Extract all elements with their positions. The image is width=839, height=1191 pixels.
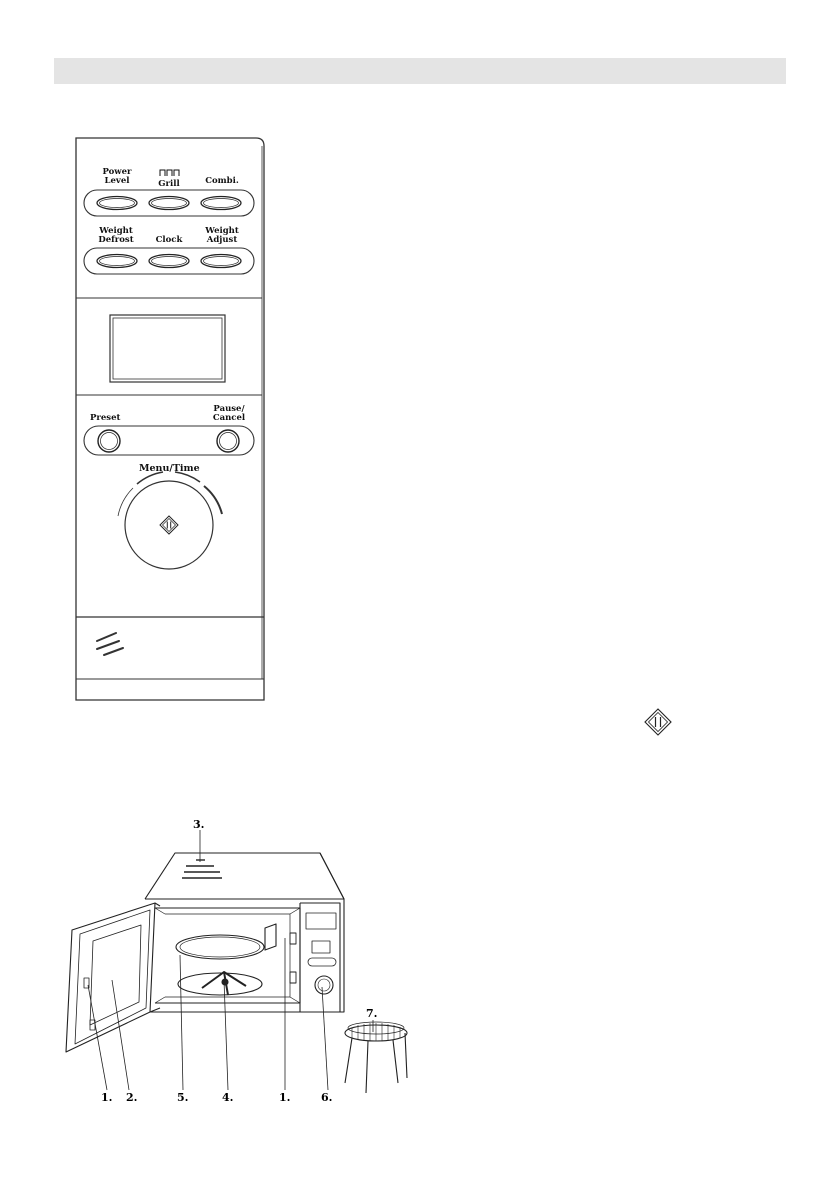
callout-turntable-support: 4. (222, 1091, 234, 1104)
grill-button[interactable] (147, 195, 191, 211)
clock-label: Clock (155, 235, 183, 245)
menu-time-label: Menu/Time (139, 463, 200, 474)
pause-cancel-button[interactable] (215, 428, 241, 454)
callout-door-window: 2. (126, 1091, 138, 1104)
weight-defrost-button[interactable] (95, 253, 139, 269)
control-panel-outline (75, 137, 265, 701)
callout-top-vent: 3. (193, 818, 205, 831)
grill-element-icon (159, 169, 180, 176)
grill-label: Grill (149, 168, 189, 189)
start-diamond-icon[interactable] (159, 515, 179, 535)
combi-button[interactable] (199, 195, 243, 211)
power-level-button[interactable] (95, 195, 139, 211)
callout-control-panel: 6. (321, 1091, 333, 1104)
clock-button[interactable] (147, 253, 191, 269)
combi-label: Combi. (205, 176, 239, 186)
weight-adjust-button[interactable] (199, 253, 243, 269)
start-diamond-icon (644, 708, 672, 736)
callout-grill-rack: 7. (366, 1007, 378, 1020)
section-header-bar (54, 58, 786, 84)
callout-door-seal-right: 1. (279, 1091, 291, 1104)
callout-glass-tray: 5. (177, 1091, 189, 1104)
preset-button[interactable] (96, 428, 122, 454)
callout-door-seal-left: 1. (101, 1091, 113, 1104)
preset-label: Preset (90, 413, 121, 423)
pause-cancel-label: Pause/Cancel (212, 404, 246, 423)
